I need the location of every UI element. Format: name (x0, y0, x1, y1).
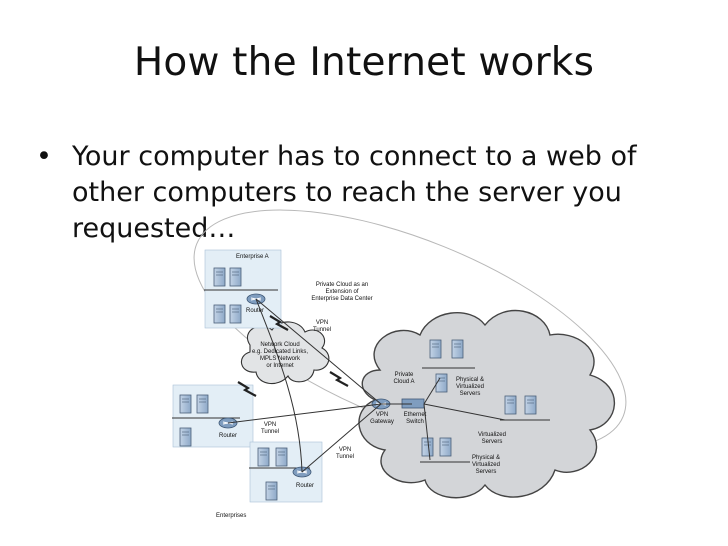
svg-text:Tunnel: Tunnel (261, 429, 279, 435)
svg-text:Router: Router (219, 433, 237, 439)
svg-text:Network Cloud: Network Cloud (260, 342, 299, 348)
connection-lines (227, 298, 506, 473)
svg-text:e.g. Dedicated Links,: e.g. Dedicated Links, (252, 349, 308, 355)
svg-text:Switch: Switch (406, 419, 424, 425)
svg-text:VPN: VPN (339, 447, 351, 453)
svg-text:Tunnel: Tunnel (313, 327, 331, 333)
svg-text:Virtualized: Virtualized (472, 462, 500, 468)
svg-text:Physical &: Physical & (472, 455, 500, 461)
svg-text:VPN: VPN (316, 320, 328, 326)
svg-text:Gateway: Gateway (370, 419, 394, 425)
svg-text:or Internet: or Internet (266, 363, 294, 369)
svg-text:Router: Router (246, 308, 264, 314)
svg-text:VPN: VPN (264, 422, 276, 428)
svg-text:Virtualized: Virtualized (478, 432, 506, 438)
svg-text:Private Cloud as an: Private Cloud as an (316, 282, 368, 288)
svg-text:Cloud A: Cloud A (393, 379, 414, 385)
svg-text:Servers: Servers (482, 439, 503, 445)
svg-text:Enterprises: Enterprises (216, 513, 246, 519)
diagram-labels: Enterprise A Private Cloud as an Extensi… (216, 254, 506, 519)
cloud-servers-top (422, 339, 475, 393)
svg-text:Tunnel: Tunnel (336, 454, 354, 460)
svg-text:Extension of: Extension of (325, 289, 358, 295)
bullet-marker: • (36, 141, 52, 172)
cloud-servers-bottom (420, 437, 470, 463)
slide-title: How the Internet works (133, 40, 595, 85)
enterprise-bottom-site (249, 441, 323, 503)
svg-text:Router: Router (296, 483, 314, 489)
svg-text:Servers: Servers (476, 469, 497, 475)
svg-text:VPN: VPN (376, 412, 388, 418)
svg-text:Physical &: Physical & (456, 377, 484, 383)
svg-text:Enterprise A: Enterprise A (236, 254, 269, 260)
enterprise-a-site (204, 249, 282, 329)
svg-text:Private: Private (395, 372, 414, 378)
cloud-servers-right (500, 395, 550, 421)
bullet-text: Your computer has to connect to a web of… (72, 141, 637, 244)
svg-text:Servers: Servers (460, 391, 481, 397)
svg-text:Ethernet: Ethernet (404, 412, 427, 418)
svg-text:Virtualized: Virtualized (456, 384, 484, 390)
svg-text:MPLS Network: MPLS Network (260, 356, 301, 362)
svg-text:Enterprise Data Center: Enterprise Data Center (311, 296, 372, 302)
enterprise-left-site (172, 384, 254, 448)
